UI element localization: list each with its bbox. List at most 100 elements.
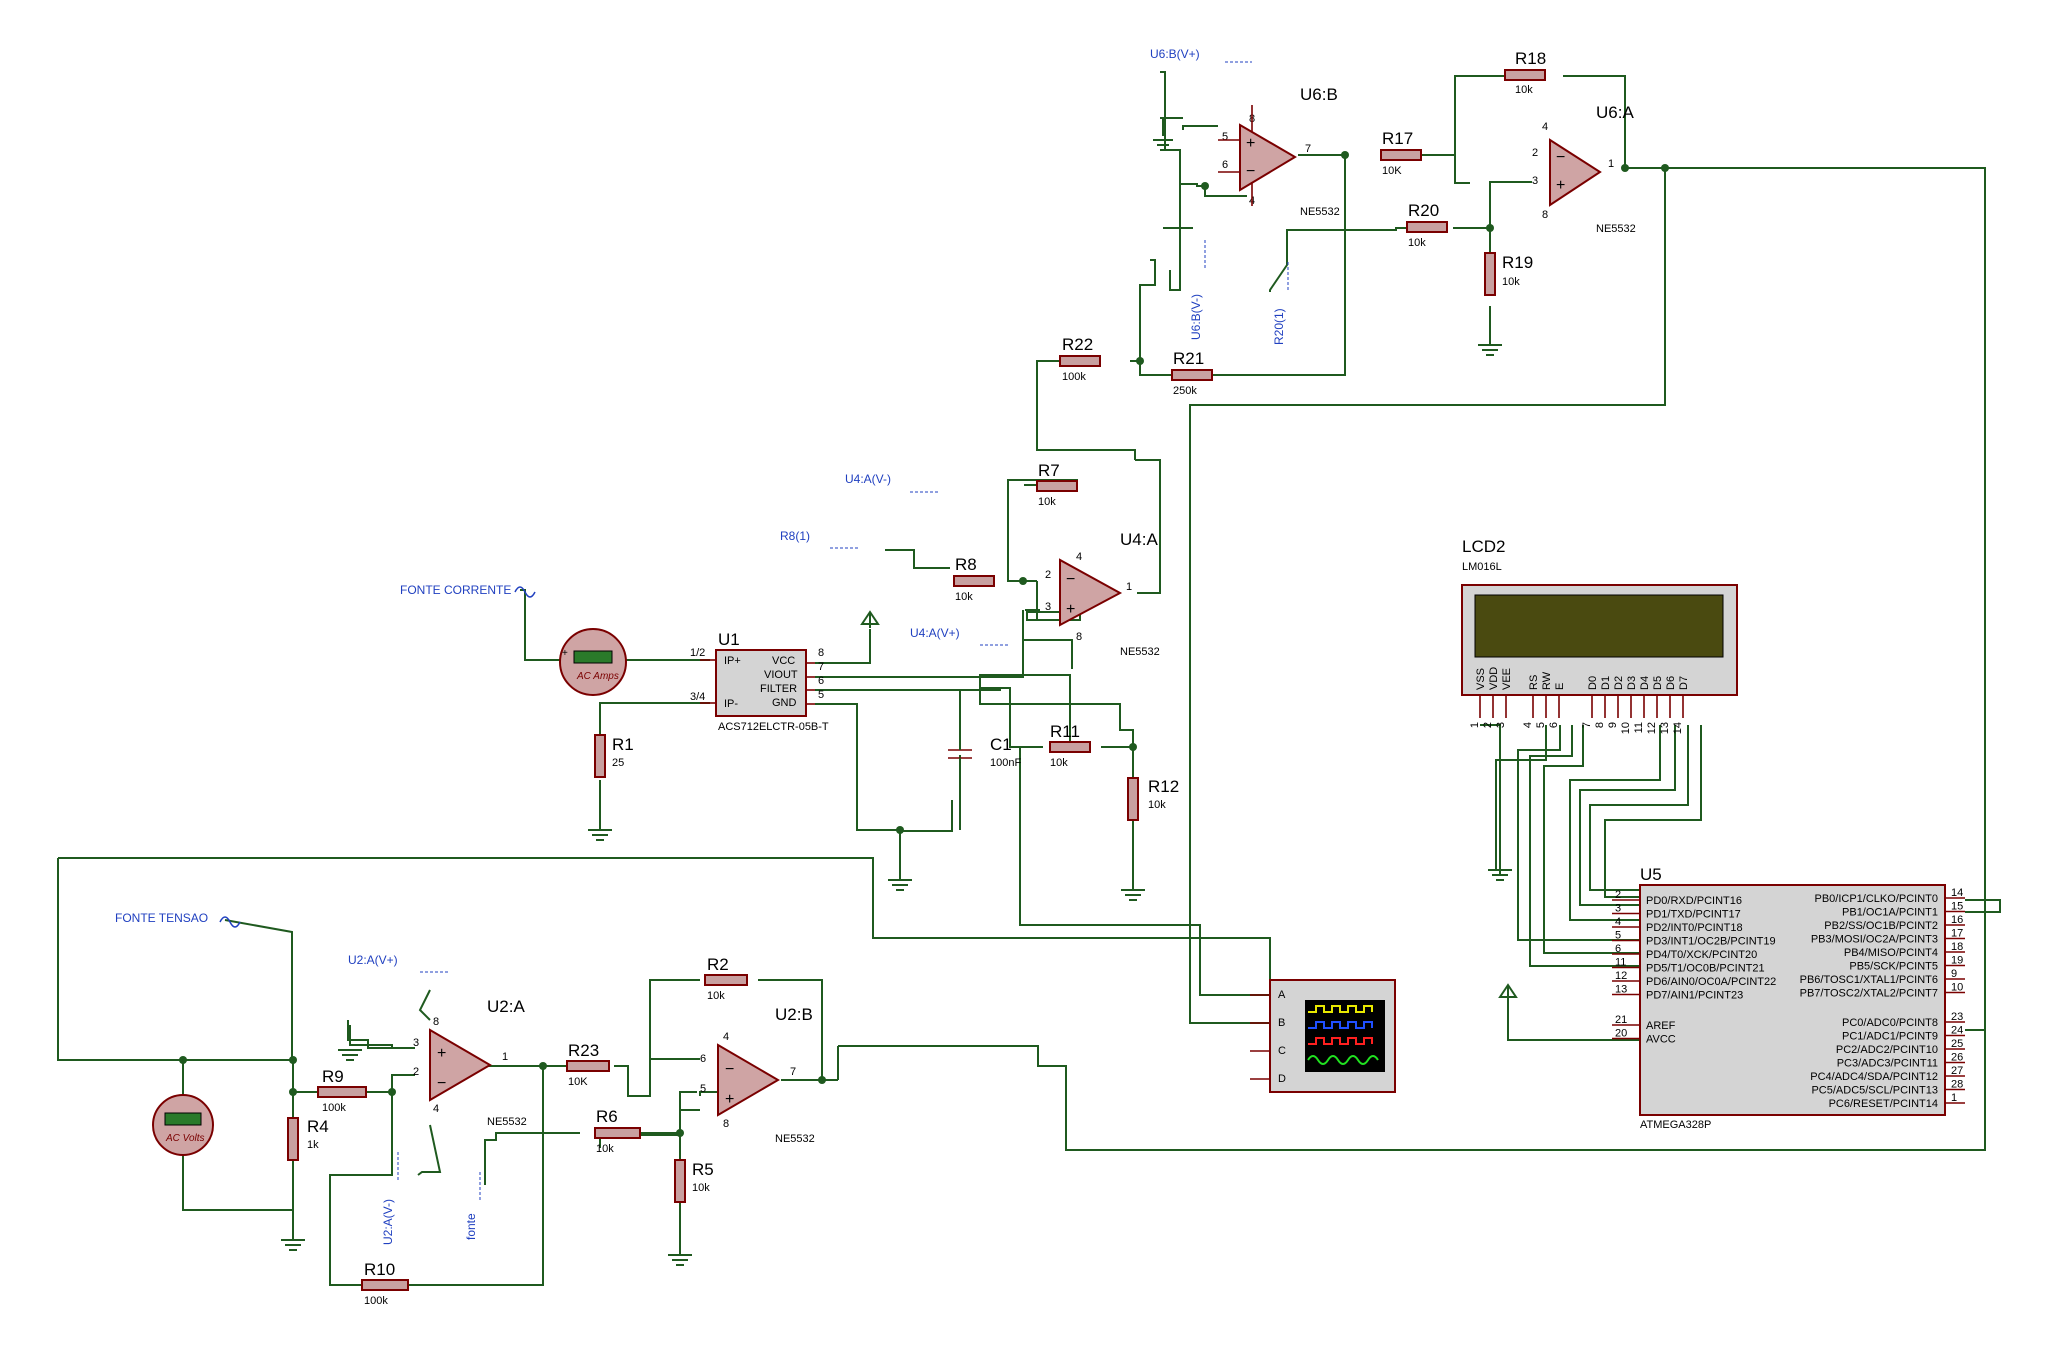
r17-value: 10K xyxy=(1382,165,1402,177)
resistor-r19[interactable]: R19 10k xyxy=(1484,252,1533,296)
lcd-pin-number: 7 xyxy=(1581,722,1593,728)
power-arrow-u5 xyxy=(1498,983,1518,1000)
r5-ref: R5 xyxy=(692,1160,714,1179)
c1-value: 100nF xyxy=(990,757,1021,769)
voltmeter[interactable]: AC Volts xyxy=(152,1094,214,1156)
u5-pin-number: 17 xyxy=(1951,928,1963,940)
r18-ref: R18 xyxy=(1515,49,1546,68)
svg-text:+: + xyxy=(1246,135,1255,152)
r1-ref: R1 xyxy=(612,735,634,754)
resistor-r21[interactable]: R21 250k xyxy=(1171,349,1213,397)
lcd-pin-number: 2 xyxy=(1482,722,1494,728)
u5-pin-number: 9 xyxy=(1951,968,1957,980)
resistor-r5[interactable]: R5 10k xyxy=(674,1159,714,1203)
resistor-r1[interactable]: R1 25 xyxy=(594,734,634,778)
resistor-r20[interactable]: R20 10k xyxy=(1406,201,1448,249)
r19-value: 10k xyxy=(1502,276,1520,288)
u5-pin-number: 15 xyxy=(1951,901,1963,913)
resistor-r10[interactable]: R10 100k xyxy=(361,1260,409,1307)
u5-pin-label: PC0/ADC0/PCINT8 xyxy=(1842,1017,1938,1029)
junctions xyxy=(179,151,1669,1137)
grounds xyxy=(281,117,1512,1266)
lcd-pin-number: 5 xyxy=(1535,722,1547,728)
svg-text:6: 6 xyxy=(1222,159,1228,171)
resistor-r6[interactable]: R6 10k xyxy=(594,1107,641,1155)
u5-pin-number: 19 xyxy=(1951,955,1963,967)
svg-text:8: 8 xyxy=(1542,209,1548,221)
resistor-r7[interactable]: R7 10k xyxy=(1036,461,1078,508)
opamp-u2b[interactable]: 6 5 7 4 8 − + U2:B NE5532 xyxy=(700,1005,815,1145)
u1-ref: U1 xyxy=(718,630,740,649)
u5-pin-number: 13 xyxy=(1615,984,1627,996)
svg-text:7: 7 xyxy=(818,661,824,673)
lcd-pin-label: D0 xyxy=(1587,676,1599,690)
r23-value: 10K xyxy=(568,1076,588,1088)
resistor-r11[interactable]: R11 10k xyxy=(1049,722,1091,769)
opamp-u6b[interactable]: 5 6 7 8 4 + − U6:B NE5532 xyxy=(1218,85,1340,218)
lcd-pin-number: 11 xyxy=(1633,722,1645,733)
resistor-r9[interactable]: R9 100k xyxy=(317,1067,367,1114)
r4-ref: R4 xyxy=(307,1117,329,1136)
resistor-r22[interactable]: R22 100k xyxy=(1059,335,1101,383)
u6b-part: NE5532 xyxy=(1300,206,1340,218)
u5-pin-number: 23 xyxy=(1951,1011,1963,1023)
u5-pin-label: PD6/AIN0/OC0A/PCINT22 xyxy=(1646,976,1776,988)
ic-u1-acs712[interactable]: IP+ IP- VCC VIOUT FILTER GND 1/2 3/4 8 7… xyxy=(690,630,829,733)
resistor-r17[interactable]: R17 10K xyxy=(1380,129,1422,177)
svg-text:U6:B(V-): U6:B(V-) xyxy=(1189,294,1203,340)
resistors: R18 10k R17 10K R20 10k R19 10k R22 100k xyxy=(287,49,1546,1307)
r8-value: 10k xyxy=(955,591,973,603)
r12-ref: R12 xyxy=(1148,777,1179,796)
svg-text:B: B xyxy=(1278,1017,1285,1029)
ground-icon xyxy=(1488,869,1512,881)
u5-pin-number: 2 xyxy=(1615,889,1621,901)
lcd-display[interactable]: LCD2 LM016L VSS1VDD2VEE3RS4RW5E6D07D18D2… xyxy=(1461,537,1738,734)
r1-value: 25 xyxy=(612,757,624,769)
svg-text:6: 6 xyxy=(700,1053,706,1065)
r18-value: 10k xyxy=(1515,84,1533,96)
svg-text:−: − xyxy=(1246,163,1255,180)
u2a-part: NE5532 xyxy=(487,1116,527,1128)
lcd-pin-number: 8 xyxy=(1594,722,1606,728)
lcd-pin-label: E xyxy=(1554,683,1566,690)
svg-text:−: − xyxy=(437,1075,446,1092)
svg-text:3: 3 xyxy=(1045,601,1051,613)
svg-text:2: 2 xyxy=(1045,569,1051,581)
lcd-pin-number: 6 xyxy=(1548,722,1560,728)
u5-pin-label: PB3/MOSI/OC2A/PCINT3 xyxy=(1811,934,1938,946)
resistor-r4[interactable]: R4 1k xyxy=(287,1117,329,1161)
u5-pin-number: 11 xyxy=(1615,957,1626,969)
opamp-u4a[interactable]: 2 3 1 4 8 − + U4:A NE5532 xyxy=(1045,530,1160,658)
svg-text:1: 1 xyxy=(1126,581,1132,593)
svg-text:FILTER: FILTER xyxy=(760,683,797,695)
power-arrow-u1 xyxy=(860,610,880,628)
r20-value: 10k xyxy=(1408,237,1426,249)
resistor-r23[interactable]: R23 10K xyxy=(566,1041,610,1088)
svg-text:A: A xyxy=(1278,989,1286,1001)
lcd-pin-label: D7 xyxy=(1678,676,1690,690)
capacitor-c1[interactable]: C1 100nF xyxy=(948,730,1021,830)
svg-text:8: 8 xyxy=(723,1118,729,1130)
svg-text:1: 1 xyxy=(1608,158,1614,170)
opamp-u2a[interactable]: 3 2 1 8 4 + − U2:A NE5532 xyxy=(413,997,527,1128)
ground-icon xyxy=(281,1239,305,1251)
u5-part: ATMEGA328P xyxy=(1640,1119,1711,1131)
ammeter-label: AC Amps xyxy=(576,671,619,682)
opamp-u6a[interactable]: 2 3 1 4 8 − + U6:A NE5532 xyxy=(1532,103,1636,235)
lcd-pin-number: 10 xyxy=(1620,722,1632,734)
svg-text:R8(1): R8(1) xyxy=(780,529,810,543)
lcd-pin-label: D4 xyxy=(1639,676,1651,690)
u5-pin-label: PD5/T1/OC0B/PCINT21 xyxy=(1646,963,1765,975)
svg-text:VIOUT: VIOUT xyxy=(764,669,798,681)
mcu-u5[interactable]: U5 ATMEGA328P PD0/RXD/PCINT162PD1/TXD/PC… xyxy=(1612,865,1965,1131)
resistor-r2[interactable]: R2 10k xyxy=(704,955,748,1002)
u5-pin-number: 25 xyxy=(1951,1038,1963,1050)
ground-icon xyxy=(888,879,912,891)
resistor-r12[interactable]: R12 10k xyxy=(1127,777,1179,821)
fonte-tensao-label: FONTE TENSAO xyxy=(115,911,208,925)
resistor-r18[interactable]: R18 10k xyxy=(1504,49,1546,96)
r19-ref: R19 xyxy=(1502,253,1533,272)
oscilloscope[interactable]: A B C D xyxy=(1250,979,1396,1093)
ammeter[interactable]: AC Amps + xyxy=(559,628,627,696)
resistor-r8[interactable]: R8 10k xyxy=(953,555,995,603)
